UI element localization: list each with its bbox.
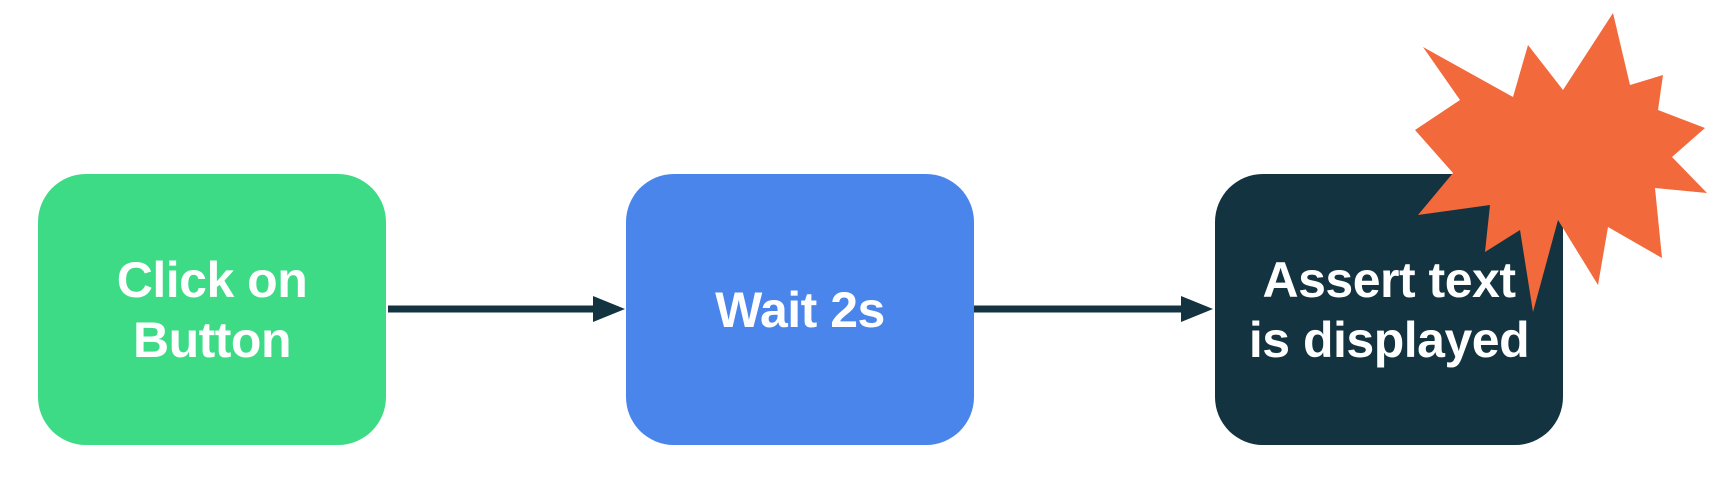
node-click-on-button: Click on Button <box>38 174 386 445</box>
arrow-step1-to-step2 <box>388 296 625 322</box>
node-wait-2s: Wait 2s <box>626 174 974 445</box>
arrowhead-icon <box>593 296 625 322</box>
node-assert-text-displayed: Assert text is displayed <box>1215 174 1563 445</box>
node-label: Click on Button <box>116 251 308 368</box>
arrowhead-icon <box>1181 296 1213 322</box>
arrow-step2-to-step3 <box>974 296 1213 322</box>
node-label: Wait 2s <box>715 281 885 338</box>
node-label: Assert text is displayed <box>1248 251 1530 368</box>
